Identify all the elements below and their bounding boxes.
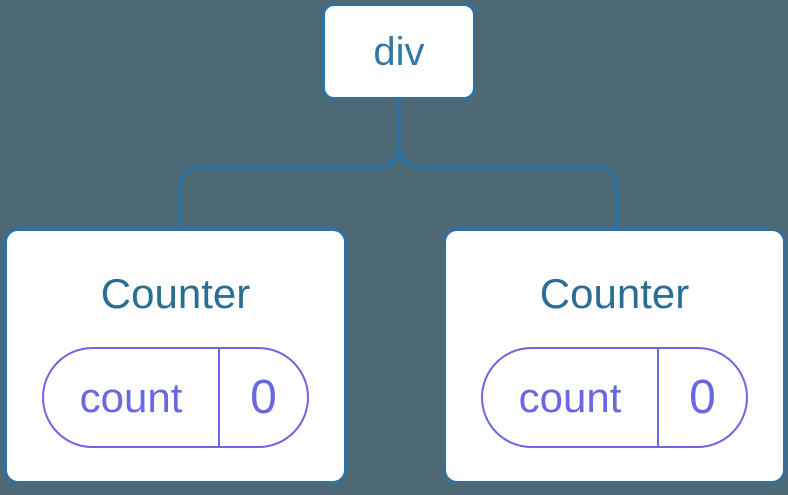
state-key-label: count: [79, 373, 183, 421]
state-pill: count 0: [42, 347, 309, 448]
state-value: 0: [218, 349, 307, 446]
counter-node-left: Counter count 0: [4, 228, 347, 484]
root-node-label: div: [373, 29, 425, 74]
state-pill: count 0: [481, 347, 748, 448]
state-value: 0: [657, 349, 746, 446]
connector-right-branch: [397, 100, 619, 229]
component-title: Counter: [539, 270, 690, 317]
root-node-div: div: [322, 3, 476, 100]
connector-left-branch: [178, 100, 401, 229]
state-key-label: count: [518, 373, 622, 421]
counter-node-right: Counter count 0: [443, 228, 786, 484]
component-title: Counter: [100, 270, 251, 317]
